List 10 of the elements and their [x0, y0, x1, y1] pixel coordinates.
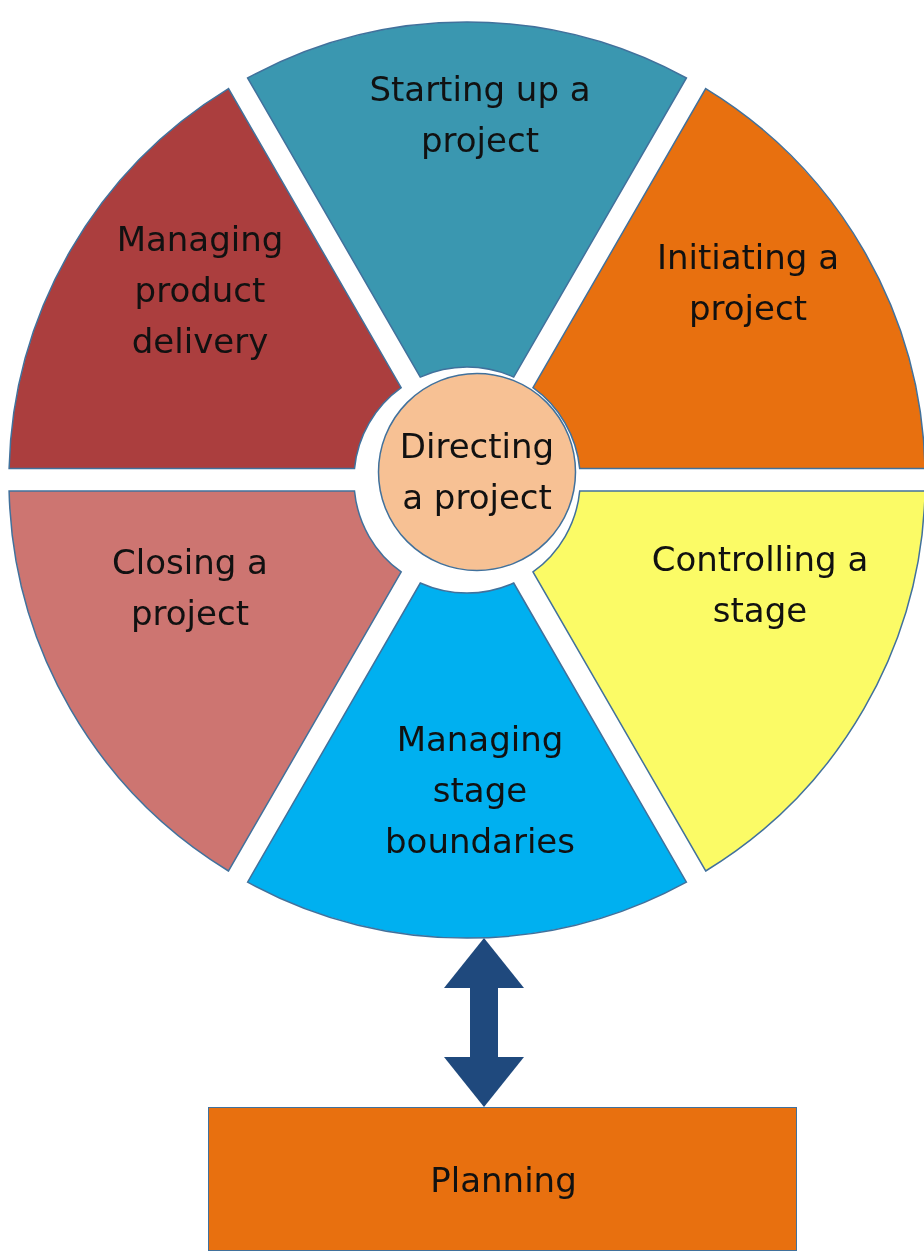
sector-label: Starting up a project: [368, 68, 592, 162]
process-box: [208, 1107, 797, 1251]
sector-label: Initiating a project: [655, 236, 841, 330]
circle-label: Directing a project: [398, 425, 556, 519]
double-arrow: [444, 938, 524, 1107]
sector-label: Controlling a stage: [650, 538, 870, 632]
sector-label: Closing a project: [111, 541, 269, 635]
box-label: Planning: [429, 1158, 578, 1202]
sector-label: Managing stage boundaries: [384, 717, 576, 863]
sector-label: Managing product delivery: [115, 217, 285, 363]
